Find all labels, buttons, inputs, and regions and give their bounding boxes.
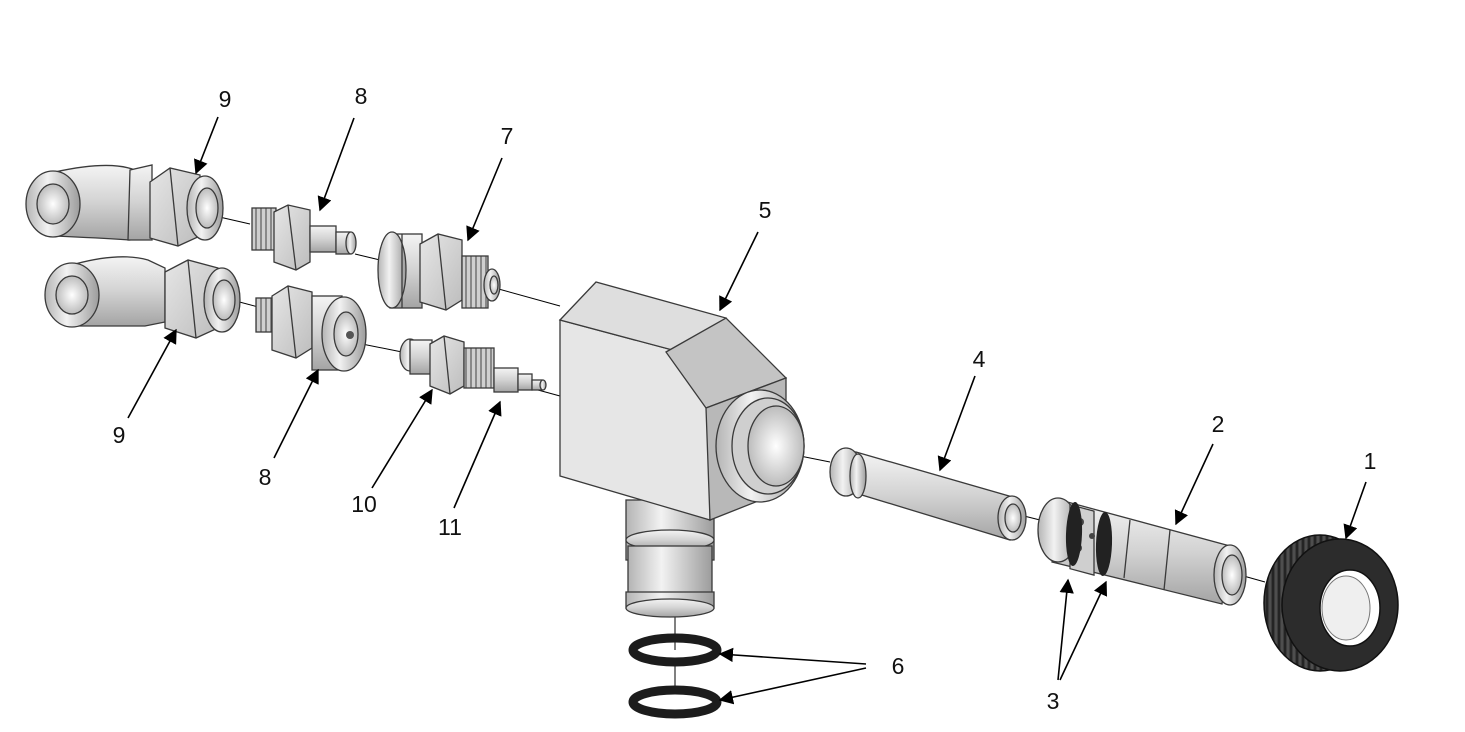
callout-6: 6 xyxy=(892,653,905,679)
part-9-upper-elbow-fitting xyxy=(25,164,224,247)
callout-3: 3 xyxy=(1047,688,1060,714)
leader-5 xyxy=(719,231,759,312)
callout-4: 4 xyxy=(973,346,986,372)
callout-8-upper: 8 xyxy=(355,83,368,109)
callout-10: 10 xyxy=(351,491,377,517)
part-3-seals xyxy=(1065,502,1113,576)
part-2-cartridge xyxy=(1037,497,1247,606)
leader-1 xyxy=(1343,481,1367,540)
o-ring-upper xyxy=(628,633,722,667)
part-7-adapter-fitting xyxy=(377,231,501,311)
part-4-tube xyxy=(829,447,1027,541)
part-8-lower-coupler xyxy=(255,285,367,372)
callout-9-lower: 9 xyxy=(113,422,126,448)
leader-8-upper xyxy=(317,117,355,212)
part-11-needle-stem xyxy=(493,367,547,393)
callout-11: 11 xyxy=(438,514,462,540)
callout-7: 7 xyxy=(501,123,514,149)
callout-8-lower: 8 xyxy=(259,464,272,490)
leader-3-right xyxy=(1059,580,1108,681)
leader-9-upper xyxy=(194,116,219,175)
leader-3-left xyxy=(1057,578,1074,681)
o-ring-lower xyxy=(628,685,722,719)
leader-10 xyxy=(371,388,433,489)
leader-7 xyxy=(466,157,503,242)
callout-1: 1 xyxy=(1364,448,1377,474)
callout-9-upper: 9 xyxy=(219,86,232,112)
leader-8-lower xyxy=(273,368,319,459)
leader-2 xyxy=(1174,443,1214,526)
part-9-lower-elbow-fitting xyxy=(44,256,241,339)
part-8-upper-nipple xyxy=(251,204,357,271)
part-6-o-rings xyxy=(628,633,722,719)
leader-4 xyxy=(937,375,976,472)
leader-6-upper xyxy=(718,647,867,665)
part-5-manifold-block xyxy=(558,281,805,618)
leader-11 xyxy=(453,400,502,509)
leader-6-lower xyxy=(718,667,867,705)
callout-5: 5 xyxy=(759,197,772,223)
callout-labels: 9 8 7 5 4 2 1 9 8 10 11 6 3 xyxy=(113,83,1377,714)
leader-9-lower xyxy=(127,328,177,419)
callout-2: 2 xyxy=(1212,411,1225,437)
part-1-knurled-nut xyxy=(1263,534,1399,672)
part-10-valve-body xyxy=(399,335,495,395)
leader-lines xyxy=(127,116,1367,705)
